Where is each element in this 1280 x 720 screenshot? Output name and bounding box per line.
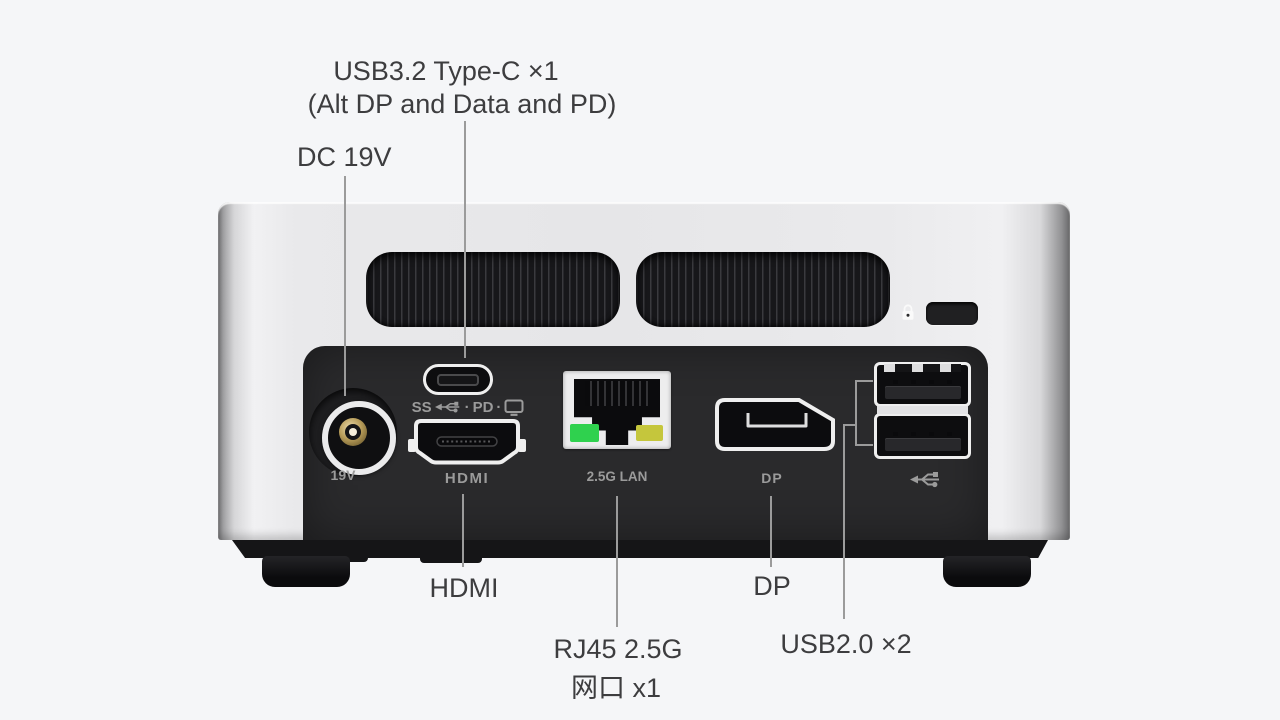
power-delivery-text: PD (472, 398, 494, 416)
leader-line-rj45 (616, 496, 618, 627)
icon-separator: · (464, 398, 470, 416)
icon-separator: · (496, 398, 502, 416)
callout-dc: DC 19V (297, 142, 392, 172)
usb-a-pins (893, 432, 952, 436)
leader-line-usbc (464, 121, 466, 358)
dc-voltage-label: 19V (303, 467, 403, 483)
leader-line-dc (344, 176, 346, 396)
rubber-foot-left (262, 556, 350, 587)
callout-hdmi: HDMI (429, 573, 499, 603)
usb2-bracket-vertical (855, 380, 857, 446)
vent-grille-left (366, 252, 620, 327)
usb-c-tongue (437, 373, 479, 386)
usb2-bracket-stub-bottom (855, 444, 873, 446)
usb-a-pins (893, 380, 952, 384)
display-monitor-icon (504, 399, 524, 416)
displayport-port (715, 398, 835, 451)
callout-usb2: USB2.0 ×2 (780, 629, 912, 659)
leader-line-hdmi (462, 494, 464, 567)
usb-a-tongue (884, 386, 961, 399)
kensington-lock-slot (926, 302, 978, 325)
lan-led-yellow (636, 425, 663, 441)
leader-line-usb2 (843, 424, 845, 619)
callout-dp: DP (753, 571, 791, 601)
device-base (232, 540, 1048, 558)
usb-a-top-contacts (884, 364, 961, 372)
usb2-bracket-connector (843, 424, 857, 426)
usb-trident-icon (910, 472, 939, 488)
usb-a-tongue (884, 438, 961, 451)
superspeed-ss-text: SS (411, 398, 432, 416)
dc-jack-pin (349, 428, 357, 436)
vent-grille-right (636, 252, 890, 327)
usb-c-capability-icons: SS · PD · (398, 397, 538, 417)
dp-port-label: DP (761, 470, 783, 486)
lan-led-green (570, 424, 599, 442)
usb-c-port (423, 364, 493, 395)
callout-rj45-line2: 网口 x1 (570, 673, 662, 703)
callout-usbc-line2: (Alt DP and Data and PD) (307, 89, 617, 119)
usb-a-port-bottom (874, 413, 971, 459)
usb-superspeed-trident-icon (434, 401, 459, 413)
padlock-icon (902, 304, 914, 320)
rubber-foot-right (943, 556, 1031, 587)
callout-rj45-line1: RJ45 2.5G (553, 634, 683, 664)
usb2-bracket-stub-top (855, 380, 873, 382)
usb-a-divider (877, 406, 968, 414)
leader-line-dp (770, 496, 772, 567)
lan-port-label: 2.5G LAN (586, 469, 648, 484)
callout-usbc-line1: USB3.2 Type-C ×1 (333, 56, 559, 86)
dc-voltage-text: 19V (330, 467, 356, 483)
rj45-pins (585, 381, 649, 406)
hdmi-port (408, 419, 526, 465)
hdmi-port-label: HDMI (444, 470, 490, 487)
base-tab-center (420, 557, 482, 563)
